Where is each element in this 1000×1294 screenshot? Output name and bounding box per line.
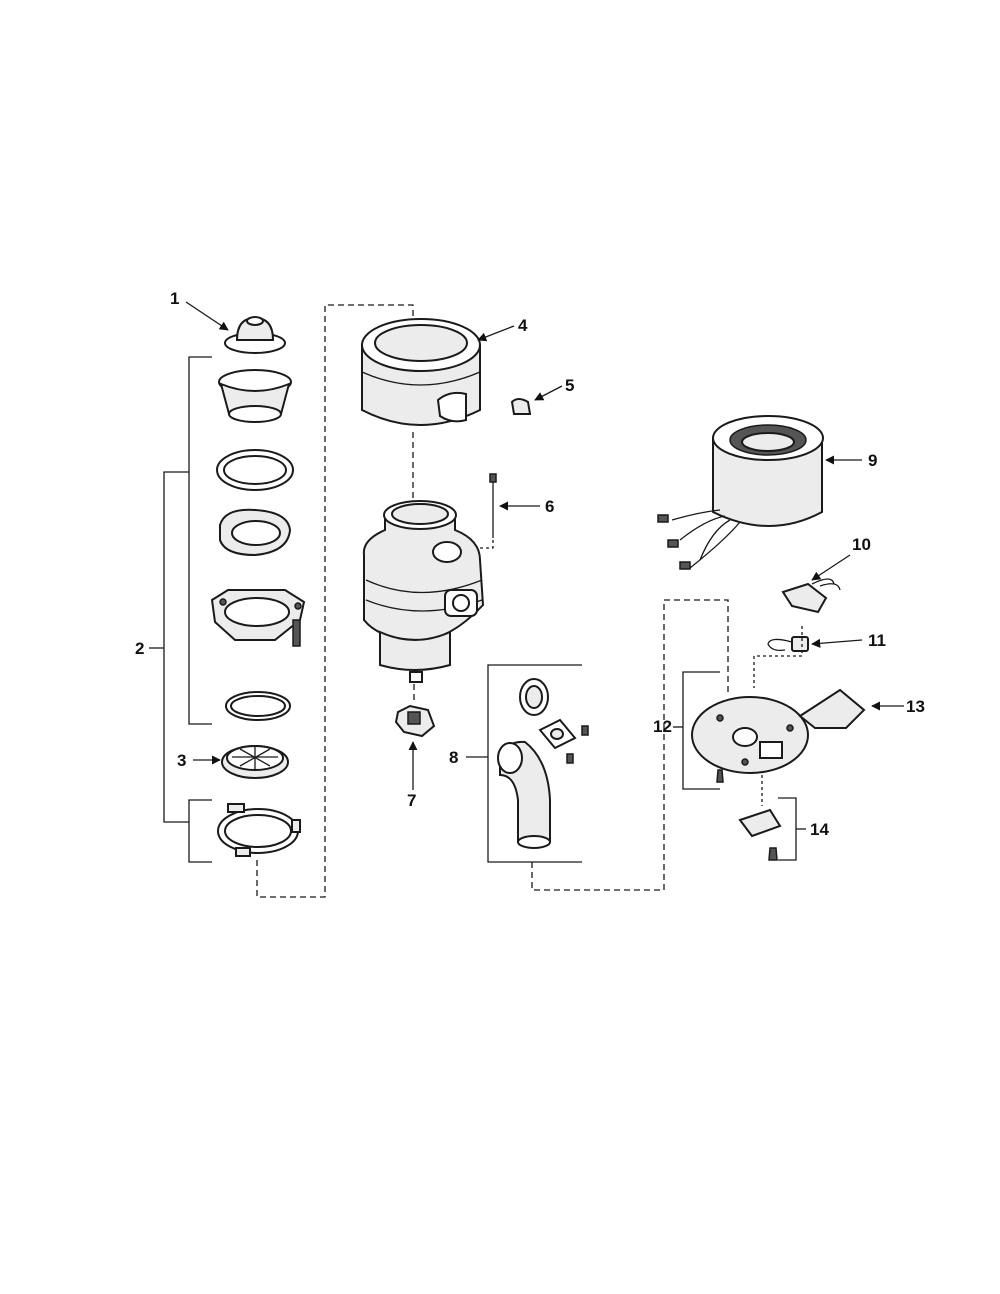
arrow-11 xyxy=(811,638,863,648)
part-9-stator xyxy=(657,415,824,570)
callout-1: 1 xyxy=(170,289,179,308)
callout-5: 5 xyxy=(565,376,574,395)
part-10-switch xyxy=(781,578,841,614)
arrow-4 xyxy=(477,325,515,342)
connector-tube-to-baseplate xyxy=(531,599,729,891)
callout-2: 2 xyxy=(135,639,144,658)
part-8-discharge-tube xyxy=(497,740,551,849)
callout-14: 14 xyxy=(810,820,829,839)
part-8-gasket xyxy=(519,678,549,716)
bracket-2-lower xyxy=(188,799,212,863)
part-snap-ring xyxy=(225,691,291,721)
arrow-1 xyxy=(185,301,229,331)
part-13-cover-plate xyxy=(798,688,866,729)
part-5-clip xyxy=(510,398,532,415)
part-mounting-ring xyxy=(210,589,306,647)
callout-10: 10 xyxy=(852,535,871,554)
part-mounting-ring-lower xyxy=(217,803,301,857)
part-disposer-body xyxy=(362,500,485,683)
part-sink-flange xyxy=(218,369,292,423)
callout-9: 9 xyxy=(868,451,877,470)
bracket-2-outer xyxy=(163,471,189,823)
part-12-base-plate xyxy=(691,696,809,783)
bracket-2-inner xyxy=(188,356,212,725)
part-gasket-ring xyxy=(216,449,294,491)
callout-3: 3 xyxy=(177,751,186,770)
part-4-cover xyxy=(361,318,481,426)
arrow-10 xyxy=(811,554,851,581)
callout-7: 7 xyxy=(407,791,416,810)
part-6-screw xyxy=(489,473,497,538)
arrow-5 xyxy=(534,385,563,401)
part-11-overload xyxy=(767,636,809,652)
part-7-impeller xyxy=(394,704,436,738)
bracket-8 xyxy=(487,664,582,863)
part-1-stopper xyxy=(224,316,286,354)
connector-switch-to-plate xyxy=(753,626,803,688)
part-8-flange xyxy=(538,718,589,764)
callout-6: 6 xyxy=(545,497,554,516)
connector-flange-to-housing xyxy=(256,304,414,898)
part-3-splash-guard xyxy=(221,745,289,779)
part-14-access-panel xyxy=(738,808,782,861)
callout-4: 4 xyxy=(518,316,528,335)
callout-8: 8 xyxy=(449,748,458,767)
part-backup-ring xyxy=(219,508,292,557)
bracket-14 xyxy=(778,797,797,861)
bracket-12 xyxy=(682,671,720,790)
callout-13: 13 xyxy=(906,697,925,716)
callout-11: 11 xyxy=(868,631,886,650)
callout-12: 12 xyxy=(653,717,672,736)
